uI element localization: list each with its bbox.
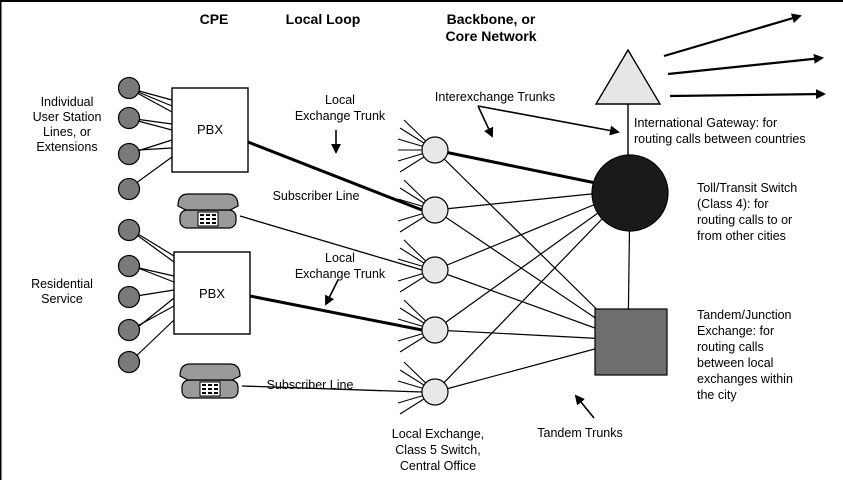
station-3 <box>117 142 141 166</box>
telephone-lower <box>179 363 241 399</box>
svg-text:Tandem/Junction: Tandem/Junction <box>697 308 792 322</box>
pbx-upper-label: PBX <box>197 122 223 137</box>
local-exchange-1 <box>421 136 449 164</box>
svg-text:Residential: Residential <box>31 277 93 291</box>
station-1 <box>117 76 141 100</box>
svg-text:Local: Local <box>325 251 355 265</box>
gateway-arrows <box>663 13 826 100</box>
svg-text:User Station: User Station <box>33 110 102 124</box>
local-exchange-trunk-label-2: Local Exchange Trunk <box>295 251 386 281</box>
svg-text:from other cities: from other cities <box>697 229 786 243</box>
local-exchange-4 <box>421 316 449 344</box>
station-5 <box>117 218 141 242</box>
tandem-trunks-label: Tandem Trunks <box>537 426 622 440</box>
svg-text:Class 5 Switch,: Class 5 Switch, <box>395 443 480 457</box>
station-7 <box>117 285 141 309</box>
telephone-upper <box>177 193 239 229</box>
svg-text:exchanges within: exchanges within <box>697 372 793 386</box>
international-gateway <box>594 48 662 105</box>
header-cpe: CPE <box>200 11 229 27</box>
individual-lines-label: Individual User Station Lines, or Extens… <box>33 95 102 154</box>
svg-text:routing calls between countrie: routing calls between countries <box>634 132 806 146</box>
local-exchange-3 <box>421 256 449 284</box>
svg-text:Local: Local <box>325 93 355 107</box>
tandem-exchange <box>594 308 668 376</box>
local-exchange-2 <box>421 196 449 224</box>
svg-text:(Class 4): for: (Class 4): for <box>697 197 769 211</box>
toll-switch-label: Toll/Transit Switch (Class 4): for routi… <box>697 181 797 243</box>
svg-text:Local Exchange,: Local Exchange, <box>392 427 484 441</box>
pbx-lower-label: PBX <box>199 286 225 301</box>
local-exchange-label: Local Exchange, Class 5 Switch, Central … <box>392 427 484 473</box>
toll-switch <box>591 154 669 232</box>
residential-service-label: Residential Service <box>31 277 93 306</box>
svg-text:between local: between local <box>697 356 773 370</box>
local-exchange-5 <box>421 378 449 406</box>
svg-text:Central Office: Central Office <box>400 459 476 473</box>
interexchange-trunks-label: Interexchange Trunks <box>435 90 555 104</box>
svg-text:routing calls: routing calls <box>697 340 764 354</box>
subscriber-line-label-2: Subscriber Line <box>267 378 354 392</box>
station-2 <box>117 106 141 130</box>
header-backbone-line2: Core Network <box>445 28 536 44</box>
svg-text:Lines, or: Lines, or <box>43 125 91 139</box>
header-local-loop: Local Loop <box>286 11 361 27</box>
svg-text:Toll/Transit Switch: Toll/Transit Switch <box>697 181 797 195</box>
svg-text:Extensions: Extensions <box>36 140 97 154</box>
header-backbone-line1: Backbone, or <box>447 11 536 27</box>
svg-text:Exchange Trunk: Exchange Trunk <box>295 109 386 123</box>
pbx-upper <box>171 87 249 173</box>
svg-text:routing calls to or: routing calls to or <box>697 213 792 227</box>
svg-text:Exchange Trunk: Exchange Trunk <box>295 267 386 281</box>
station-4 <box>117 177 141 201</box>
svg-text:Exchange: for: Exchange: for <box>697 324 774 338</box>
svg-text:International Gateway: for: International Gateway: for <box>634 116 777 130</box>
svg-text:Service: Service <box>41 292 83 306</box>
local-loop-lines <box>239 140 423 393</box>
tandem-exchange-label: Tandem/Junction Exchange: for routing ca… <box>697 308 793 402</box>
local-exchange-trunk-label-1: Local Exchange Trunk <box>295 93 386 123</box>
annotation-arrows <box>325 105 620 419</box>
station-9 <box>117 350 141 374</box>
station-6 <box>117 254 141 278</box>
subscriber-line-label-1: Subscriber Line <box>273 189 360 203</box>
international-gateway-label: International Gateway: for routing calls… <box>634 116 806 146</box>
pbx-lower <box>173 251 251 335</box>
station-8 <box>117 318 141 342</box>
svg-text:the city: the city <box>697 388 737 402</box>
svg-text:Individual: Individual <box>41 95 94 109</box>
